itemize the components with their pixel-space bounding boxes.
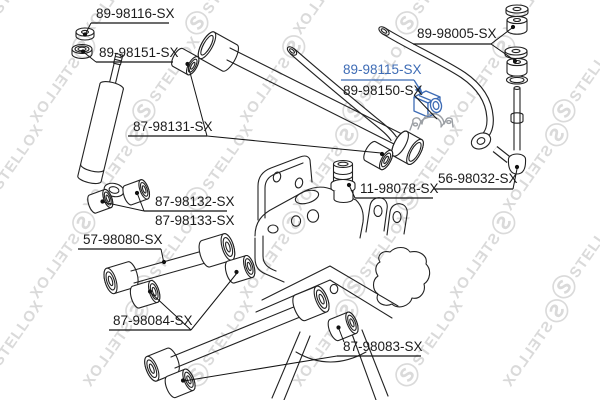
part-label-87-98133-sx: 87-98133-SX (155, 213, 235, 228)
lower-arm-right-bushing (289, 283, 333, 324)
part-label-56-98032-sx: 56-98032-SX (438, 171, 518, 186)
part-label-87-98132-sx: 87-98132-SX (155, 194, 235, 209)
part-link-89-98115-sx[interactable]: 89-98115-SX (343, 62, 422, 77)
part-label-87-98131-sx: 87-98131-SX (133, 119, 213, 134)
loose-bushing-4 (325, 309, 362, 343)
part-label-89-98116-sx: 89-98116-SX (96, 6, 175, 21)
stabilizer-bushing-highlighted (414, 91, 443, 117)
stabilizer-bar (377, 25, 493, 152)
leader-lines (78, 23, 520, 383)
part-label-87-98083-sx: 87-98083-SX (343, 339, 423, 354)
part-label-89-98005-sx: 89-98005-SX (417, 26, 497, 41)
upper-control-arm (100, 231, 258, 310)
stabilizer-link (495, 5, 528, 174)
part-dots (80, 24, 520, 383)
part-label-11-98078-sx: 11-98078-SX (360, 181, 439, 196)
part-label-57-98080-sx: 57-98080-SX (83, 232, 163, 247)
lateral-rod-right-eye (389, 129, 427, 167)
lateral-rod-left-eye (195, 29, 242, 73)
lower-control-arm (141, 283, 362, 400)
axle-bracket (255, 156, 430, 400)
lateral-rod (168, 29, 427, 173)
rod-bushing-right (360, 139, 396, 173)
shock-absorber (77, 51, 153, 215)
stabilizer-bracket (410, 114, 453, 131)
stabilizer-bar-rear-segment (286, 45, 394, 139)
part-label-87-98084-sx: 87-98084-SX (113, 313, 193, 328)
bump-stop (331, 161, 355, 203)
stabilizer-bar-eye (469, 130, 493, 152)
part-label-89-98150-sx: 89-98150-SX (343, 83, 423, 98)
part-label-89-98151-sx: 89-98151-SX (99, 45, 179, 60)
